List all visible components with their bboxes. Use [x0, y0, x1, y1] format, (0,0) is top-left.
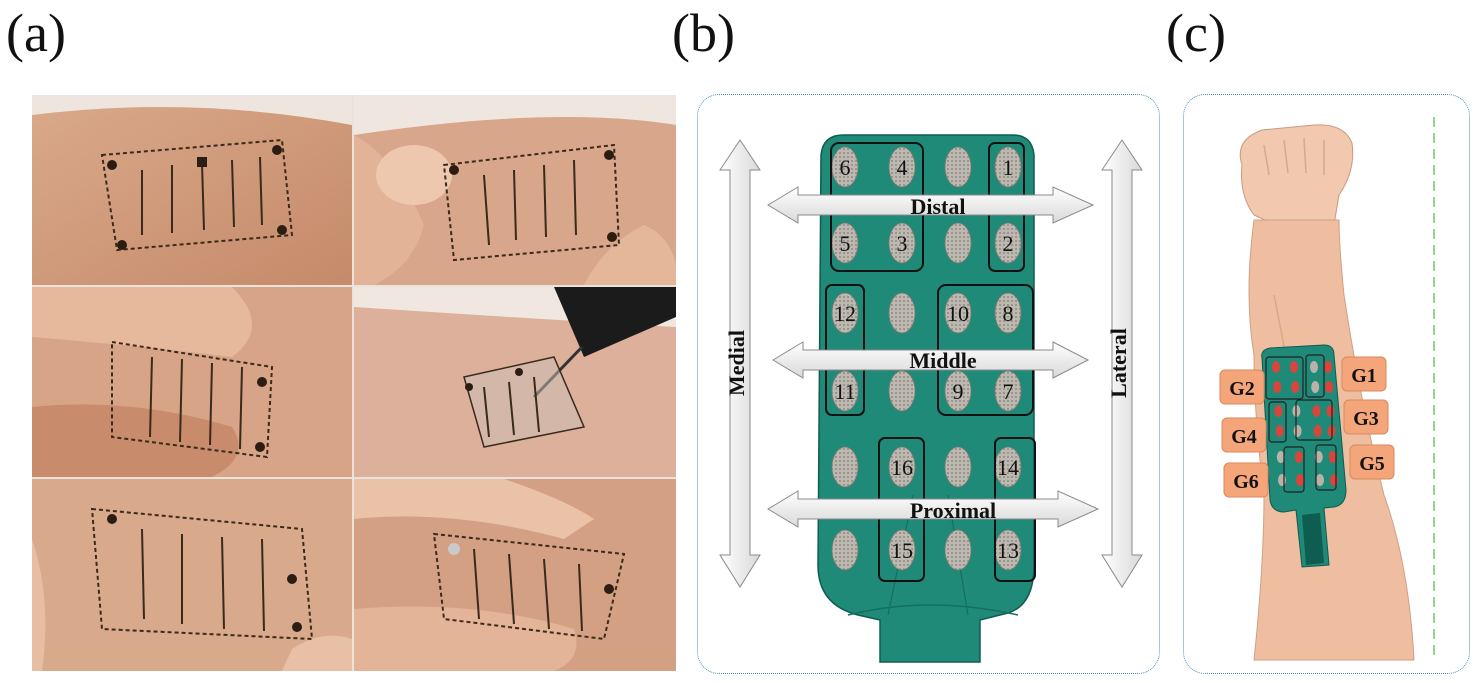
- electrode-label-15: 15: [891, 538, 913, 563]
- panel-label-b: (b): [672, 3, 735, 63]
- electrode-7: [994, 370, 1022, 412]
- electrode-label-6: 6: [840, 155, 851, 180]
- electrode-8: [994, 292, 1022, 334]
- arm-electrode: [1326, 405, 1335, 417]
- electrode-unlabeled: [888, 292, 916, 334]
- group-tag-label-g6: G6: [1233, 471, 1259, 493]
- arm-electrode: [1310, 361, 1318, 373]
- arm-electrode: [1272, 361, 1280, 373]
- electrode-10: [944, 292, 972, 334]
- photo-patch-stretch: [32, 479, 352, 671]
- photo-patch-twist: [354, 479, 676, 671]
- electrode-unlabeled: [944, 222, 972, 264]
- photo-patch-peel: [354, 287, 676, 477]
- arm-electrode: [1273, 381, 1282, 393]
- panel-label-c: (c): [1166, 3, 1226, 63]
- arm-electrode: [1324, 361, 1332, 373]
- electrode-label-10: 10: [947, 301, 969, 326]
- middle-label: Middle: [909, 348, 976, 373]
- electrode-label-13: 13: [997, 538, 1019, 563]
- pad-body: [817, 134, 1035, 663]
- group-tag-g1: [1341, 356, 1387, 392]
- electrode-label-16: 16: [891, 455, 913, 480]
- arm-electrode: [1312, 405, 1321, 417]
- proximal-arrow: [767, 490, 1100, 528]
- group-tag-g2: [1219, 369, 1265, 405]
- electrode-3: [888, 222, 916, 264]
- electrode-16: [888, 446, 916, 488]
- group-tag-label-g5: G5: [1359, 453, 1385, 475]
- arm-electrode: [1311, 381, 1320, 393]
- group-tag-g5: [1349, 444, 1395, 480]
- arm-electrode: [1330, 474, 1338, 486]
- arm-electrode: [1314, 451, 1323, 463]
- group-tag-label-g1: G1: [1351, 365, 1377, 387]
- arm-electrode: [1296, 474, 1304, 486]
- electrode-label-14: 14: [997, 455, 1019, 480]
- arm-electrode: [1276, 451, 1285, 463]
- arm-electrode: [1293, 425, 1302, 437]
- photo-patch-press: [32, 287, 352, 477]
- medial-arrow: [719, 139, 761, 588]
- electrode-label-12: 12: [834, 301, 856, 326]
- medial-label: Medial: [724, 330, 749, 396]
- electrode-unlabeled: [831, 529, 859, 571]
- electrode-unlabeled: [944, 446, 972, 488]
- electrode-label-11: 11: [834, 379, 855, 404]
- arm-electrode: [1313, 425, 1322, 437]
- electrode-1: [994, 146, 1022, 188]
- electrode-15: [888, 529, 916, 571]
- electrode-label-7: 7: [1003, 379, 1014, 404]
- distal-arrow: [767, 186, 1095, 224]
- fist: [1239, 124, 1354, 234]
- photo-grid: [32, 95, 676, 671]
- electrode-12: [831, 292, 859, 334]
- group-tag-label-g4: G4: [1231, 426, 1257, 448]
- electrode-unlabeled: [888, 370, 916, 412]
- group-tag-g6: [1223, 462, 1269, 498]
- arm-electrode: [1294, 451, 1303, 463]
- panel-label-a: (a): [6, 3, 66, 63]
- electrode-unlabeled: [831, 446, 859, 488]
- arm-electrode: [1278, 474, 1286, 486]
- electrode-label-8: 8: [1003, 301, 1014, 326]
- arm-electrode: [1275, 425, 1284, 437]
- electrode-11: [831, 370, 859, 412]
- group-tag-label-g3: G3: [1353, 408, 1379, 430]
- electrode-unlabeled: [944, 146, 972, 188]
- electrode-label-4: 4: [897, 155, 908, 180]
- arm-electrode: [1291, 381, 1300, 393]
- electrode-4: [888, 146, 916, 188]
- photo-patch-on-arm: [32, 95, 352, 285]
- electrode-label-5: 5: [840, 231, 851, 256]
- group-tag-g4: [1221, 417, 1267, 453]
- electrode-label-9: 9: [953, 379, 964, 404]
- electrode-2: [994, 222, 1022, 264]
- middle-arrow: [772, 341, 1090, 379]
- distal-label: Distal: [911, 194, 966, 219]
- lateral-label: Lateral: [1106, 328, 1131, 398]
- arm-electrode: [1274, 405, 1283, 417]
- arm-electrode: [1316, 474, 1324, 486]
- electrode-9: [944, 370, 972, 412]
- group-tag-g3: [1343, 399, 1389, 435]
- lateral-arrow: [1101, 139, 1143, 588]
- proximal-label: Proximal: [910, 498, 996, 523]
- arm-electrode: [1290, 361, 1298, 373]
- electrode-unlabeled: [944, 529, 972, 571]
- arm-electrode: [1325, 381, 1334, 393]
- electrode-label-1: 1: [1003, 155, 1014, 180]
- electrode-label-2: 2: [1003, 231, 1014, 256]
- arm-electrode: [1328, 451, 1337, 463]
- photo-patch-pinch: [354, 95, 676, 285]
- group-tag-label-g2: G2: [1229, 378, 1255, 400]
- electrode-label-3: 3: [897, 231, 908, 256]
